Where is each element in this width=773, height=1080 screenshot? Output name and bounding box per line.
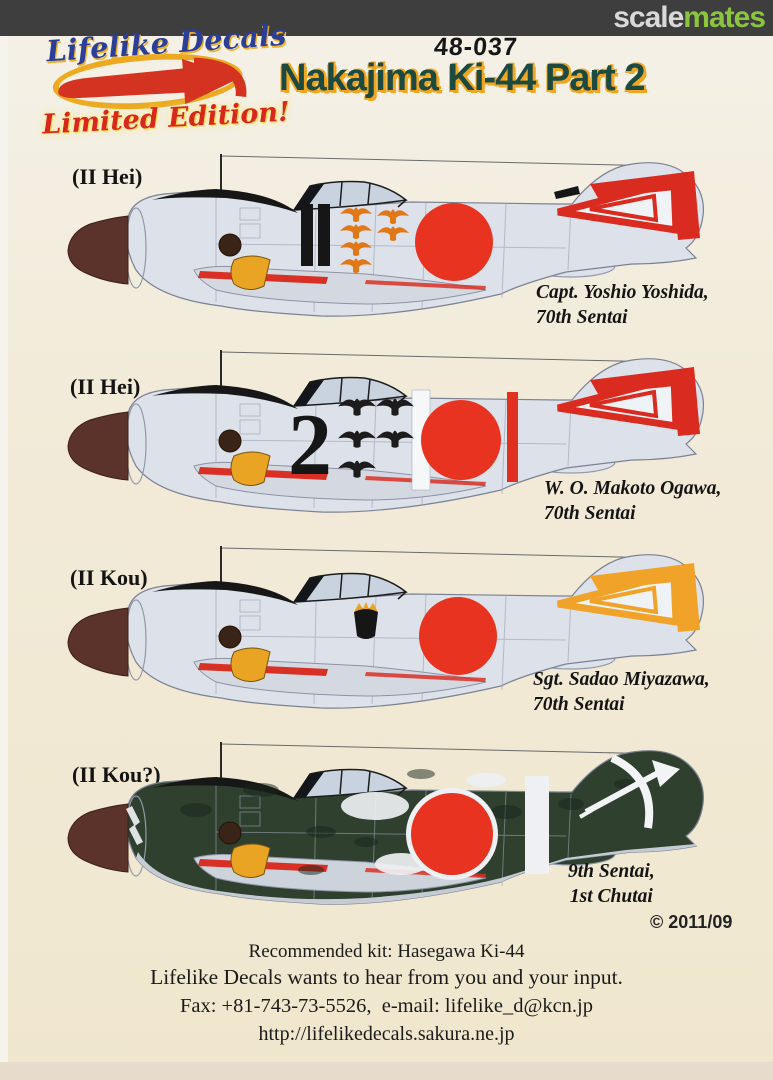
pilot-name: W. O. Makoto Ogawa, bbox=[544, 478, 722, 499]
lifelike-decals-logo: Lifelike Decals bbox=[43, 18, 287, 122]
aircraft-profile-3 bbox=[67, 545, 705, 710]
pilot-name: Capt. Yoshio Yoshida, bbox=[536, 282, 709, 303]
fuselage-bars-II bbox=[301, 204, 330, 266]
recommended-kit-line: Recommended kit: Hasegawa Ki-44 bbox=[248, 941, 525, 962]
fuselage-number: 2 bbox=[288, 397, 332, 494]
aircraft-profile-4 bbox=[67, 741, 705, 906]
scalemates-logo-scale: scale bbox=[613, 1, 684, 34]
variant-label-1: (II Hei) bbox=[72, 164, 143, 189]
variant-label-2: (II Hei) bbox=[70, 374, 141, 399]
pilot-caption-3: Sgt. Sadao Miyazawa, 70th Sentai bbox=[533, 668, 710, 718]
pilot-caption-2: W. O. Makoto Ogawa, 70th Sentai bbox=[544, 477, 721, 527]
pilot-name: Sgt. Sadao Miyazawa, bbox=[533, 669, 710, 690]
fin-black-bar bbox=[554, 186, 580, 199]
watermark-bar: scalemates bbox=[0, 0, 773, 36]
white-fuselage-band bbox=[525, 776, 549, 874]
feedback-line: Lifelike Decals wants to hear from you a… bbox=[150, 965, 623, 989]
eagle-emblem bbox=[354, 602, 378, 639]
fax-email-line: Fax: +81-743-73-5526, e-mail: lifelike_d… bbox=[179, 995, 594, 1017]
red-arrow-icon bbox=[58, 57, 247, 105]
camouflage-mottle bbox=[180, 769, 638, 875]
website-url: http://lifelikedecals.sakura.ne.jp bbox=[258, 1023, 515, 1045]
hinomaru-roundel bbox=[419, 597, 497, 675]
scalemates-logo: scalemates bbox=[613, 1, 766, 35]
scan-edge-left bbox=[0, 36, 8, 1062]
variant-label-4: (II Kou?) bbox=[72, 762, 161, 787]
unit-name: 70th Sentai bbox=[533, 693, 625, 715]
scan-edge-bottom bbox=[0, 1062, 773, 1080]
tail-marking bbox=[554, 171, 700, 240]
scalemates-logo-mates: mates bbox=[683, 1, 766, 34]
chutai-name: 1st Chutai bbox=[569, 885, 653, 907]
variant-label-3: (II Kou) bbox=[70, 565, 148, 590]
red-combat-stripe bbox=[507, 392, 518, 482]
unit-name: 70th Sentai bbox=[544, 502, 636, 524]
pilot-caption-4: 9th Sentai, 1st Chutai bbox=[568, 860, 655, 910]
pilot-caption-1: Capt. Yoshio Yoshida, 70th Sentai bbox=[536, 281, 709, 331]
hinomaru-roundel bbox=[415, 203, 493, 281]
copyright-note: © 2011/09 bbox=[650, 912, 733, 932]
aircraft-profile-2: 2 bbox=[67, 349, 705, 514]
page-title: Nakajima Ki-44 Part 2 bbox=[279, 57, 646, 99]
tail-emblem-bow-arrow bbox=[578, 754, 680, 829]
unit-name: 9th Sentai, bbox=[568, 861, 655, 882]
hinomaru-roundel bbox=[421, 400, 501, 480]
silver-underside bbox=[136, 844, 696, 905]
hinomaru-roundel bbox=[411, 793, 493, 875]
unit-name: 70th Sentai bbox=[536, 306, 628, 328]
aircraft-profile-1 bbox=[67, 153, 705, 318]
